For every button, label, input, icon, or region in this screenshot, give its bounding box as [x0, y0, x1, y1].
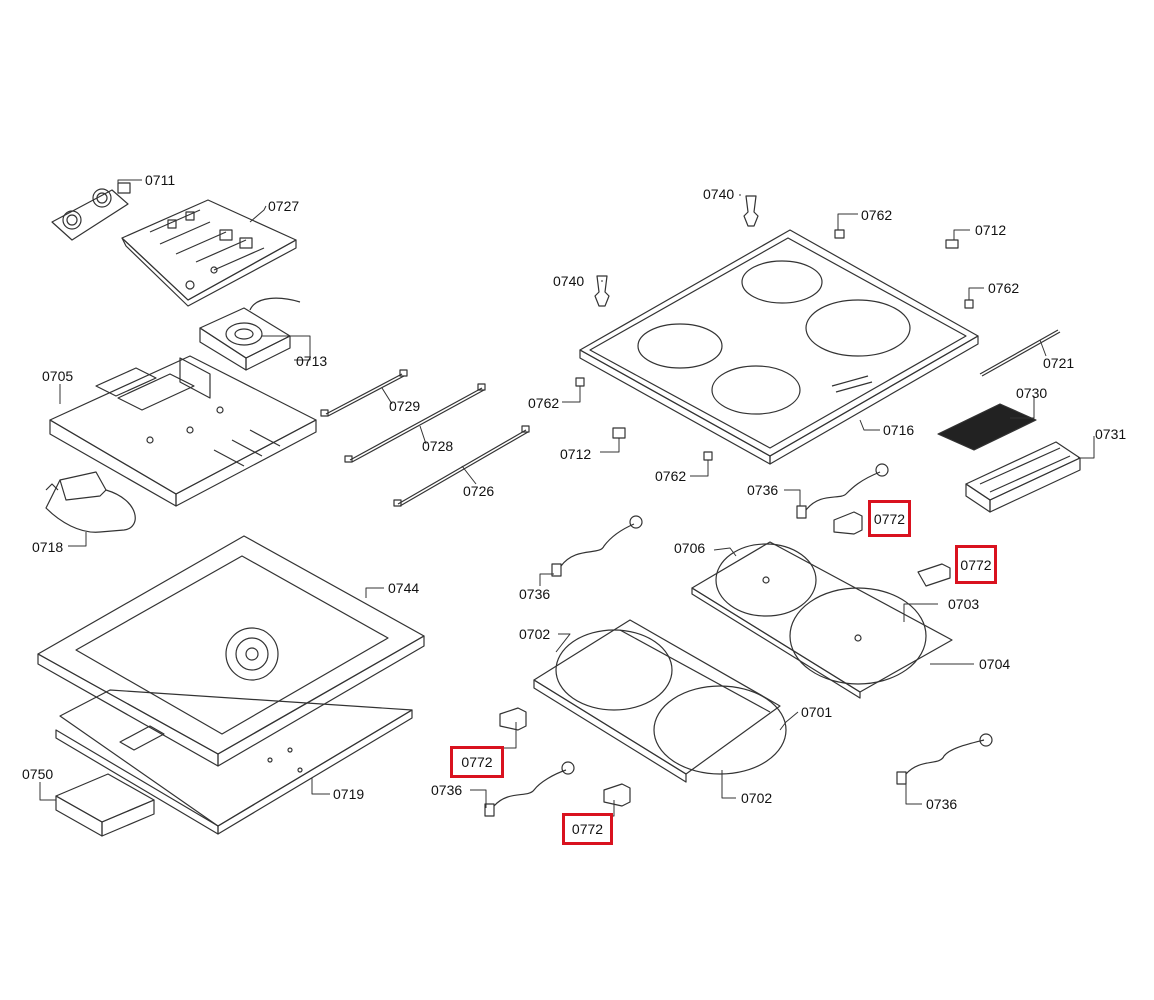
- label-0750: 0750: [22, 766, 54, 782]
- label-0718: 0718: [32, 539, 64, 555]
- glass-cooktop-0716-part: [579, 229, 979, 465]
- cable-0729-part: [320, 369, 408, 417]
- label-0711: 0711: [145, 172, 176, 188]
- label-0762-top: 0762: [861, 207, 893, 223]
- label-0740-top: 0740: [703, 186, 735, 202]
- power-board-0711-part: [51, 182, 131, 241]
- label-0729: 0729: [389, 398, 421, 414]
- control-housing-0731-part: [965, 441, 1081, 513]
- label-0704: 0704: [979, 656, 1011, 672]
- label-0712-top: 0712: [975, 222, 1007, 238]
- label-0762-right: 0762: [988, 280, 1020, 296]
- fan-0713-part: [199, 297, 301, 371]
- label-0721: 0721: [1043, 355, 1075, 371]
- label-0706: 0706: [674, 540, 706, 556]
- fixing-pin-0740-part: [594, 195, 759, 307]
- label-0703: 0703: [948, 596, 980, 612]
- label-0736-left: 0736: [519, 586, 551, 602]
- frame-0744-part: [37, 535, 425, 767]
- base-tray-0705-part: [49, 355, 317, 507]
- label-0740-left: 0740: [553, 273, 585, 289]
- highlight-label-0772-d: 0772: [562, 813, 613, 845]
- label-0712-left: 0712: [560, 446, 592, 462]
- highlight-label-0772-a: 0772: [868, 500, 911, 537]
- label-0730: 0730: [1016, 385, 1048, 401]
- label-0728: 0728: [422, 438, 454, 454]
- air-duct-0718-part: [45, 471, 136, 533]
- label-0701: 0701: [801, 704, 833, 720]
- main-board-0727-part: [121, 199, 297, 307]
- label-0726: 0726: [463, 483, 495, 499]
- label-0705: 0705: [42, 368, 74, 384]
- label-0744: 0744: [388, 580, 420, 596]
- cable-0721-part: [979, 329, 1061, 377]
- label-0762-left: 0762: [528, 395, 560, 411]
- control-board-0730-part: [937, 403, 1037, 451]
- label-0736-upper: 0736: [747, 482, 779, 498]
- label-0713: 0713: [296, 353, 328, 369]
- label-0702-left: 0702: [519, 626, 551, 642]
- cable-0726-part: [393, 425, 530, 507]
- label-0736-lower: 0736: [431, 782, 463, 798]
- coil-plate-0701-part: [533, 619, 787, 783]
- cable-0728-part: [344, 383, 486, 463]
- bottom-plate-0719-part: [55, 689, 413, 835]
- label-0731: 0731: [1095, 426, 1127, 442]
- label-0719: 0719: [333, 786, 365, 802]
- filter-0750-part: [55, 773, 155, 837]
- label-0736-right: 0736: [926, 796, 958, 812]
- label-0716: 0716: [883, 422, 915, 438]
- label-0727: 0727: [268, 198, 300, 214]
- highlight-label-0772-b: 0772: [955, 545, 997, 584]
- label-0762-bottom: 0762: [655, 468, 687, 484]
- label-0702-bottom: 0702: [741, 790, 773, 806]
- bracket-0772-part: [499, 511, 951, 807]
- highlight-label-0772-c: 0772: [450, 746, 504, 778]
- coil-plate-0704-part: [691, 541, 953, 699]
- temperature-sensor-0736-part: [484, 463, 993, 817]
